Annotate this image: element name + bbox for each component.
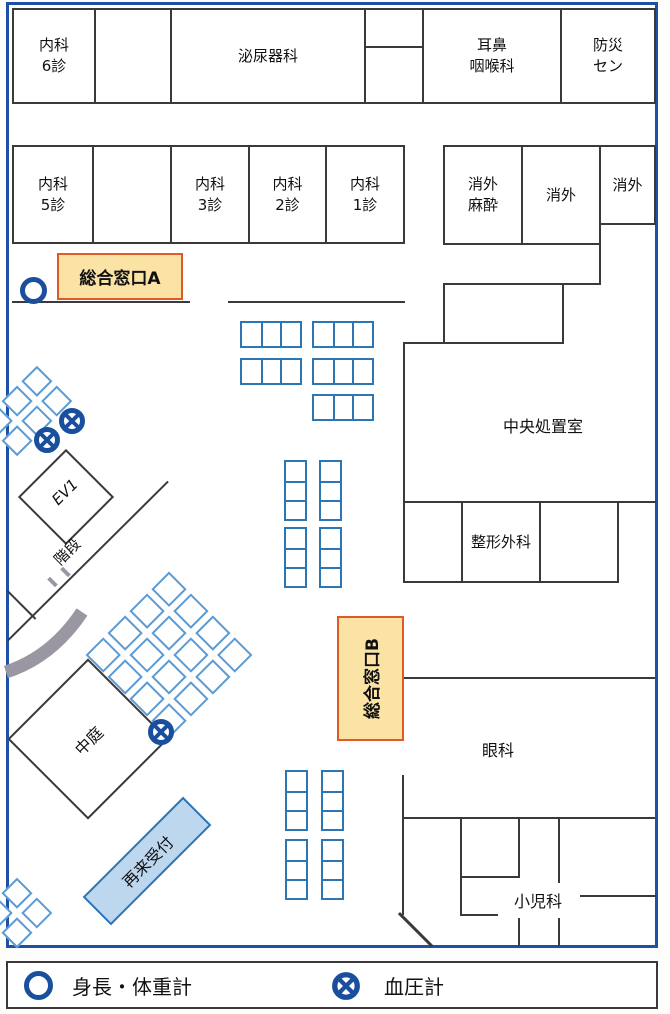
wall: [562, 283, 564, 344]
height-weight-scale-legend-icon: [24, 971, 53, 1000]
room-label: 耳鼻 咽喉科: [469, 36, 515, 75]
room-empty-1: [94, 8, 172, 104]
room-seikeigeka: 整形外科: [461, 501, 541, 583]
room-seikei-right: [539, 501, 619, 583]
legend: [6, 961, 658, 1009]
room-naika6: 内科 6診: [12, 8, 96, 104]
room-label: 防災 セン: [592, 36, 623, 75]
room-ganka-label: 眼科: [481, 741, 514, 760]
room-label: 整形外科: [470, 532, 531, 551]
room-chuo-shochishitsu-label: 中央処置室: [502, 417, 583, 436]
bench-seats: [312, 358, 374, 385]
wall: [402, 677, 655, 679]
room-label: 消外 麻酔: [467, 175, 498, 214]
reception-label: 総合窓口B: [363, 638, 383, 719]
room-shonika-label: 小児科: [513, 892, 562, 911]
curved-wall-arc: [3, 608, 88, 679]
wall: [403, 342, 564, 344]
room-small-upper: [364, 8, 424, 48]
reception-window-b: 総合窓口B: [337, 616, 404, 741]
room-shogai-2: 消外: [599, 145, 656, 225]
blood-pressure-icon: [148, 719, 174, 745]
bench-seats: [312, 394, 374, 421]
room-label: 消外: [545, 185, 576, 204]
bench-seats: [319, 460, 342, 521]
bench-seats: [284, 527, 307, 588]
wall: [580, 895, 656, 897]
room-label: 内科 6診: [38, 36, 69, 75]
reception-window-a: 総合窓口A: [57, 253, 183, 300]
wall: [403, 342, 405, 503]
wall: [518, 918, 520, 946]
room-shogai-masui: 消外 麻酔: [443, 145, 523, 245]
room-bosai-center: 防災 セン: [560, 8, 656, 104]
height-weight-scale-icon: [20, 277, 47, 304]
room-naika1: 内科 1診: [325, 145, 405, 244]
room-label: 消外: [612, 175, 643, 194]
room-hinyokika: 泌尿器科: [170, 8, 366, 104]
wall: [402, 817, 655, 819]
room-naika2: 内科 2診: [248, 145, 327, 244]
wall: [460, 817, 462, 916]
legend-scale-label: 身長・体重計: [72, 975, 192, 999]
room-seikei-left: [403, 501, 463, 583]
wall: [558, 918, 560, 946]
bench-seats: [284, 460, 307, 521]
wall: [518, 817, 520, 878]
wall: [443, 283, 601, 285]
bench-seats: [285, 839, 308, 900]
wall: [402, 775, 404, 915]
bench-seats: [321, 770, 344, 831]
wall: [460, 914, 498, 916]
room-label: 泌尿器科: [237, 46, 298, 65]
wall: [12, 301, 190, 303]
wall: [558, 817, 560, 883]
blood-pressure-icon: [34, 427, 60, 453]
room-naika3: 内科 3診: [170, 145, 250, 244]
room-label: 内科 3診: [194, 174, 225, 214]
wall: [599, 223, 601, 285]
room-label: 内科 1診: [349, 174, 380, 214]
room-label: 内科 2診: [272, 174, 303, 214]
wall: [443, 283, 445, 344]
room-empty-2: [92, 145, 172, 244]
bench-seats: [319, 527, 342, 588]
legend-bp-label: 血圧計: [384, 975, 444, 999]
blood-pressure-icon: [59, 408, 85, 434]
reception-label: 総合窓口A: [79, 269, 161, 289]
wall: [460, 876, 520, 878]
bench-seats: [240, 321, 302, 348]
bench-seats: [321, 839, 344, 900]
room-shogai-1: 消外: [521, 145, 601, 245]
wall: [617, 501, 656, 503]
blood-pressure-legend-icon: [332, 972, 360, 1000]
room-jibiinkoka: 耳鼻 咽喉科: [422, 8, 562, 104]
bench-seats: [285, 770, 308, 831]
room-label: 内科 5診: [37, 174, 68, 214]
room-naika5: 内科 5診: [12, 145, 94, 244]
bench-seats: [312, 321, 374, 348]
bench-seats: [240, 358, 302, 385]
wall: [228, 301, 405, 303]
room-small-lower: [364, 46, 424, 104]
